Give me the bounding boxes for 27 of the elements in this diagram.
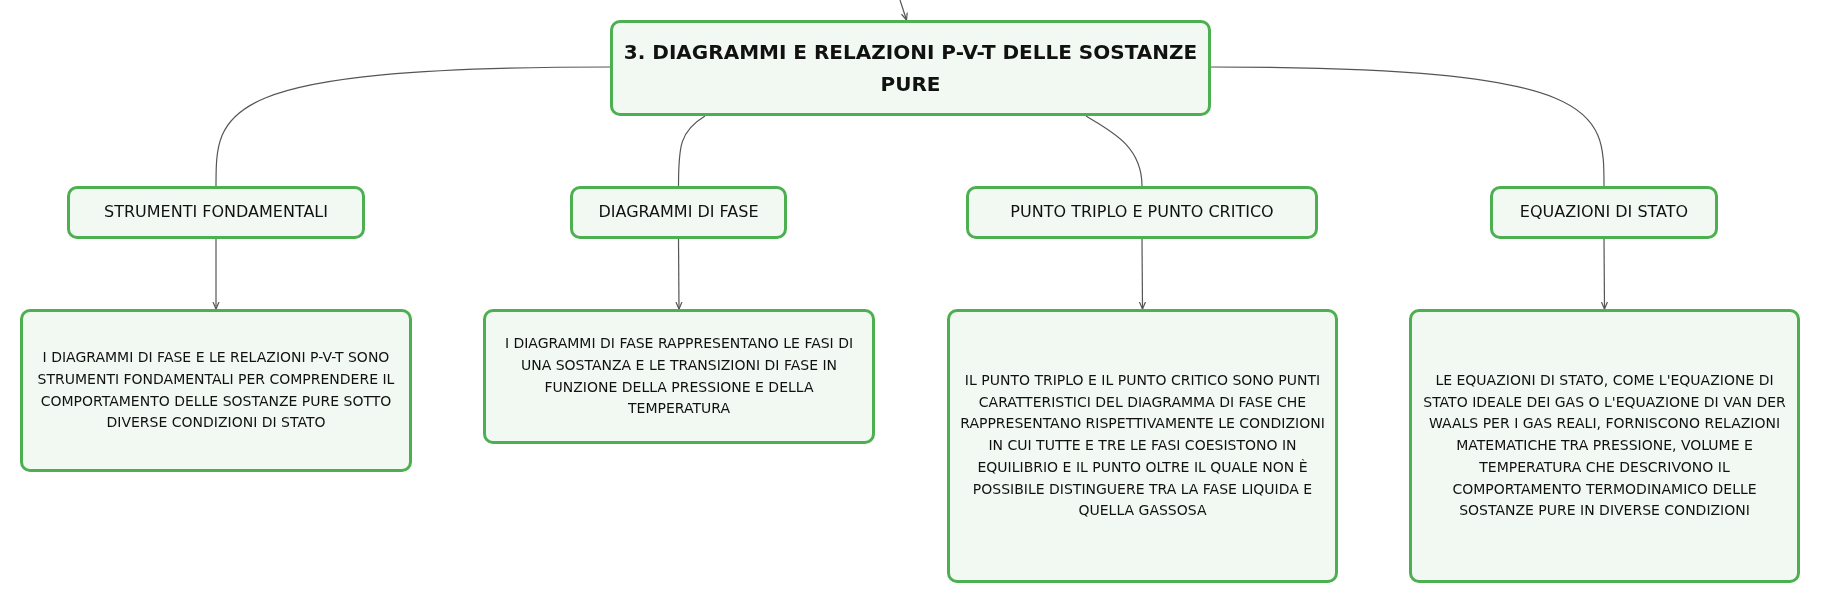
connector-line [1085, 115, 1143, 187]
topic-box [610, 20, 1211, 116]
arrow [212, 238, 220, 310]
description-box [1409, 309, 1800, 583]
node-text: STRUMENTI FONDAMENTALI [104, 202, 328, 223]
node-text: LE EQUAZIONI DI STATO, COME L'EQUAZIONE DI STATO IDEALE DEI GAS O L'EQUAZIONE DI VAN DER WAALS PER I GAS REALI, FORNISCONO RELAZIONI MATEMATICHE TRA PRESSIONE, VOLUME E TEMPERATURA CHE DESCRIVONO IL COMPORTAMENTO TERMODINAMICO DELLE SOSTANZE PURE IN DIVERSE CONDIZIONI [1422, 371, 1787, 521]
node-text: IL PUNTO TRIPLO E IL PUNTO CRITICO SONO PUNTI CARATTERISTICI DEL DIAGRAMMA DI FASE CHE RAPPRESENTANO RISPETTIVAMENTE LE CONDIZIONI IN CUI TUTTE E TRE LE FASI COESISTONO IN EQUILIBRIO E IL PUNTO OLTRE IL QUALE NON È POSSIBILE DISTINGUERE TRA LA FASE LIQUIDA E QUELLA GASSOSA [960, 371, 1325, 521]
node-text: 3. DIAGRAMMI E RELAZIONI P-V-T DELLE SOSTANZE PURE [623, 39, 1198, 98]
connector-line [677, 115, 706, 187]
arrow [1600, 238, 1609, 310]
node-text: I DIAGRAMMI DI FASE RAPPRESENTANO LE FASI DI UNA SOSTANZA E LE TRANSIZIONI DI FASE IN FUNZIONE DELLA PRESSIONE E DELLA TEMPERATURA [503, 334, 855, 419]
subtopic-box [1490, 186, 1718, 239]
subtopic-box [67, 186, 365, 239]
subtopic-box [966, 186, 1318, 239]
connector-line [1210, 66, 1605, 187]
node-text: I DIAGRAMMI DI FASE E LE RELAZIONI P-V-T SONO STRUMENTI FONDAMENTALI PER COMPRENDERE IL COMPORTAMENTO DELLE SOSTANZE PURE SOTTO DIVERSE CONDIZIONI DI STATO [36, 348, 396, 433]
arrow [899, 0, 908, 21]
node-text: PUNTO TRIPLO E PUNTO CRITICO [1010, 202, 1274, 223]
arrow [675, 238, 683, 310]
node-text: DIAGRAMMI DI FASE [598, 202, 759, 223]
description-box [483, 309, 875, 444]
description-box [20, 309, 412, 472]
node-text: EQUAZIONI DI STATO [1519, 202, 1689, 223]
connector-line [215, 66, 611, 187]
subtopic-box [570, 186, 787, 239]
description-box [947, 309, 1338, 583]
arrow [1138, 238, 1147, 310]
